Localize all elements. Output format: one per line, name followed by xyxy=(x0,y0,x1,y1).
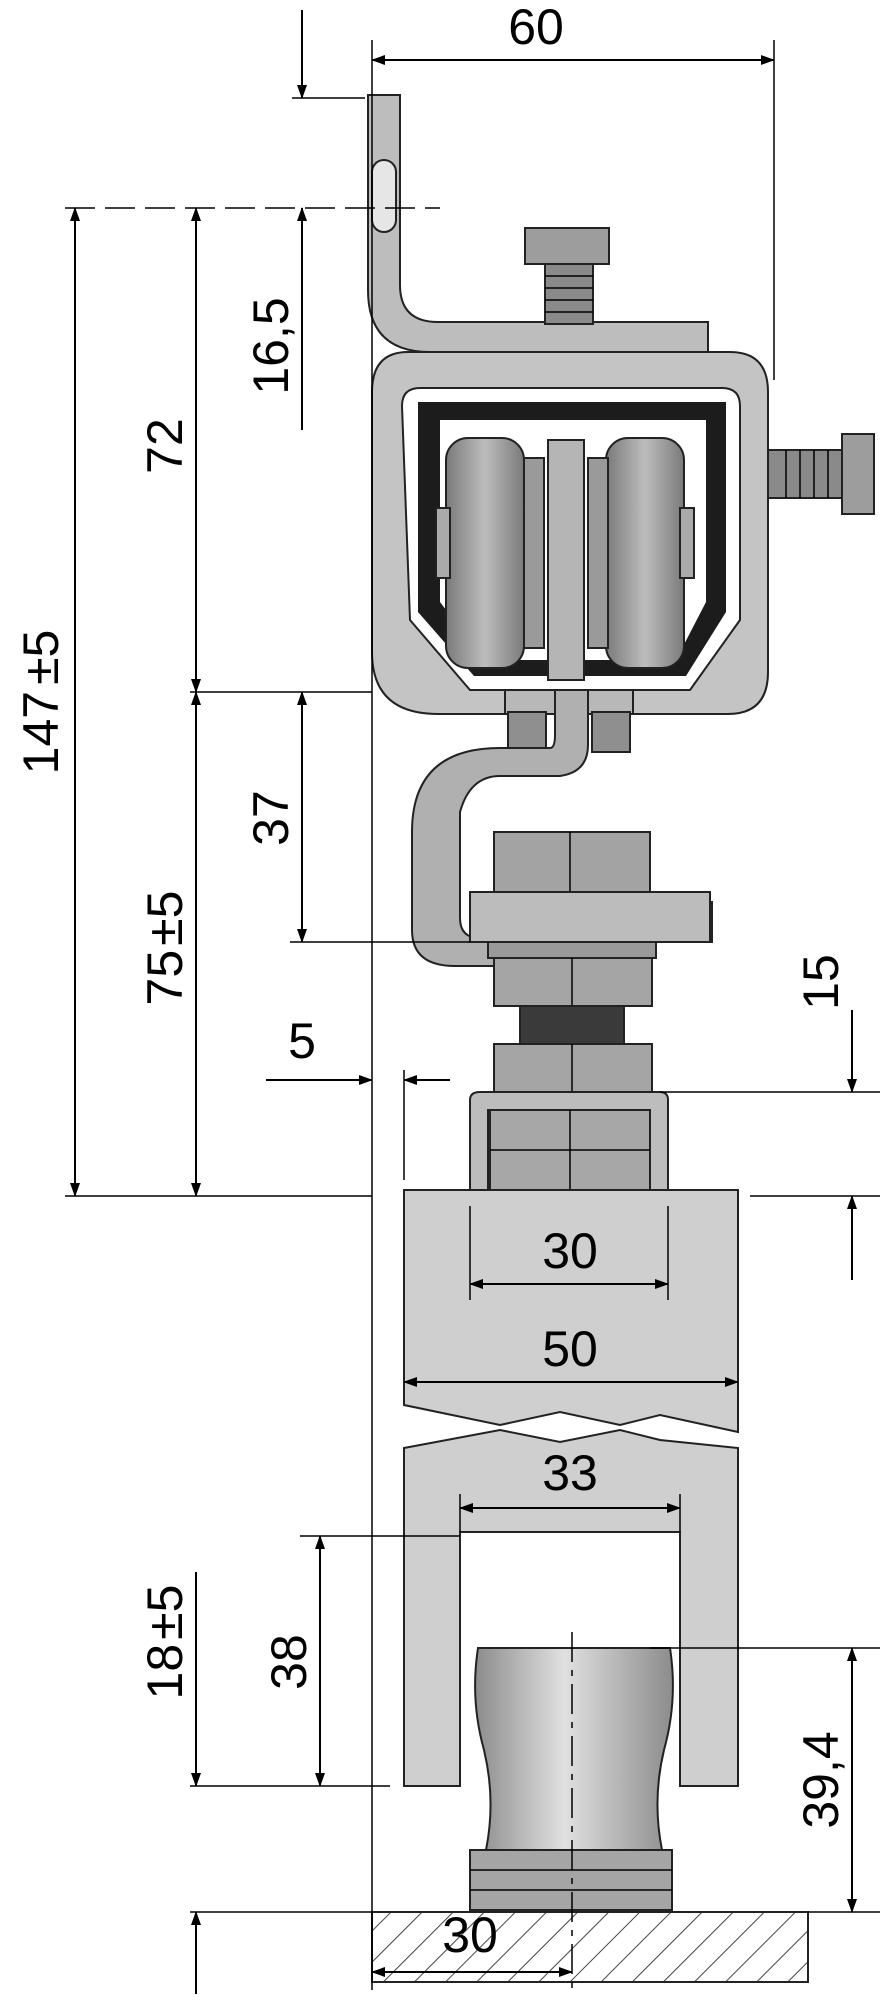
rail-upper xyxy=(403,1189,739,1434)
dim-60: 60 xyxy=(508,0,564,55)
mounting-bracket xyxy=(367,94,709,353)
dim-15: 15 xyxy=(793,954,849,1010)
dim-38: 38 xyxy=(261,1634,317,1690)
side-bolt xyxy=(767,433,875,515)
top-bolt xyxy=(524,227,610,325)
dim-30-top: 30 xyxy=(542,1223,598,1279)
rollers xyxy=(435,437,695,681)
dim-147-tolerance: ±5 xyxy=(13,630,69,685)
dim-147-value: 147 xyxy=(13,691,69,774)
rail-lower xyxy=(403,1428,739,1787)
dim-18-value: 18 xyxy=(137,1644,193,1700)
dim-37: 37 xyxy=(243,790,299,846)
dim-75-tolerance: ±5 xyxy=(137,891,193,946)
dim-30-bottom: 30 xyxy=(442,1907,498,1963)
dim-75-value: 75 xyxy=(137,950,193,1006)
hook-arm xyxy=(411,689,589,967)
dim-5: 5 xyxy=(288,1013,316,1069)
dim-147: 147±5 xyxy=(13,630,69,775)
dim-72: 72 xyxy=(137,418,193,474)
dim-18-tolerance: ±5 xyxy=(137,1585,193,1640)
dim-75: 75±5 xyxy=(137,891,193,1006)
dim-50: 50 xyxy=(542,1321,598,1377)
dimension-lines xyxy=(65,10,880,1994)
dim-16-5: 16,5 xyxy=(243,297,299,394)
dimension-labels: 60 16,5 72 147±5 37 75±5 15 5 30 50 33 3… xyxy=(13,0,849,1963)
dim-39-4: 39,4 xyxy=(793,1731,849,1828)
dim-18: 18±5 xyxy=(137,1585,193,1700)
hardware-assembly xyxy=(367,94,875,1990)
dim-33: 33 xyxy=(542,1445,598,1501)
